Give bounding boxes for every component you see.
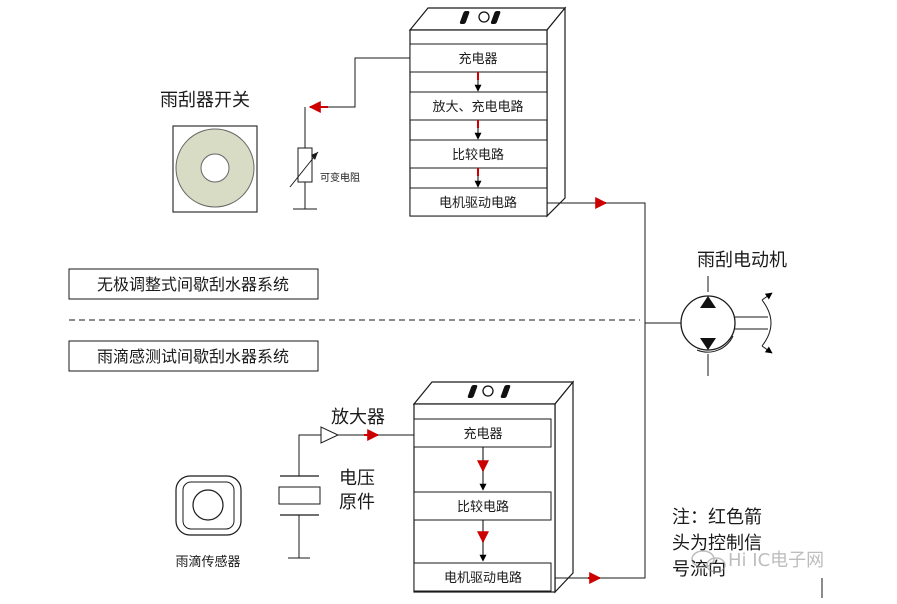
piezo-element: 电压 原件 (278, 468, 375, 559)
wiper-motor-label: 雨刮电动机 (697, 250, 787, 271)
top-stage-motor-driver: 电机驱动电路 (409, 187, 548, 217)
top-stage-charger: 充电器 (409, 43, 548, 73)
note-line1: 注：红色箭 (672, 507, 762, 528)
top-stage-comparator-label: 比较电路 (452, 147, 504, 163)
watermark-text: Hi IC电子网 (728, 550, 824, 571)
top-control-cabinet: 充电器 放大、充电电路 比较电路 电机驱动电路 (408, 6, 567, 218)
rain-sensor: 雨滴传感器 (175, 475, 242, 570)
top-stage-charger-label: 充电器 (458, 51, 497, 67)
wiper-switch: 雨刮器开关 (160, 90, 258, 213)
bottom-stage-charger: 充电器 (413, 418, 552, 448)
wiper-motor: 雨刮电动机 (680, 250, 787, 376)
wiper-switch-label: 雨刮器开关 (160, 90, 250, 111)
bottom-stage-motor-driver-label: 电机驱动电路 (444, 570, 522, 586)
variable-resistor-label: 可变电阻 (320, 171, 360, 184)
cabinet-slot-left-icon (459, 11, 470, 24)
top-stage-motor-driver-label: 电机驱动电路 (439, 195, 517, 211)
cabinet-slot-right-icon (500, 385, 511, 398)
cabinet-knob-icon (482, 385, 494, 397)
bottom-control-cabinet: 充电器 比较电路 电机驱动电路 (412, 380, 575, 594)
bottom-stage-comparator: 比较电路 (413, 491, 552, 521)
variable-resistor: 可变电阻 (289, 57, 410, 210)
variable-resistor-body-icon (297, 147, 313, 183)
note-line2: 头为控制信 (672, 533, 762, 554)
top-stage-amplifier: 放大、充电电路 (409, 91, 548, 121)
cabinet-knob-icon (478, 11, 490, 23)
piezo-label-line2: 原件 (339, 492, 375, 513)
cabinet-slot-right-icon (490, 11, 501, 24)
top-stage-comparator: 比较电路 (409, 139, 548, 169)
bottom-stage-motor-driver: 电机驱动电路 (413, 562, 552, 592)
cabinet-slot-left-icon (467, 385, 478, 398)
system-top-label: 无极调整式间歇刮水器系统 (97, 275, 289, 294)
system-bottom-box: 雨滴感测试间歇刮水器系统 (68, 340, 319, 372)
piezo-element-icon (278, 486, 321, 505)
watermark: Hi IC电子网 (691, 550, 824, 573)
bottom-stage-comparator-label: 比较电路 (457, 499, 509, 515)
amplifier-label: 放大器 (331, 407, 385, 428)
system-bottom-label: 雨滴感测试间歇刮水器系统 (97, 347, 289, 366)
watermark-chat-icon (691, 550, 715, 568)
note-line3: 号流向 (672, 559, 726, 580)
top-stage-amplifier-label: 放大、充电电路 (432, 99, 523, 115)
amplifier: 放大器 (298, 407, 414, 476)
piezo-label-line1: 电压 (339, 468, 375, 489)
top-output-line (547, 197, 683, 324)
amplifier-triangle-icon (320, 426, 340, 444)
legend-note: 注：红色箭 头为控制信 号流向 (672, 507, 823, 598)
bottom-output-line (555, 323, 646, 584)
system-top-box: 无极调整式间歇刮水器系统 (68, 268, 319, 300)
bottom-stage-charger-label: 充电器 (463, 426, 502, 442)
rain-sensor-lens-icon (192, 489, 224, 521)
rain-sensor-label: 雨滴传感器 (175, 554, 240, 570)
